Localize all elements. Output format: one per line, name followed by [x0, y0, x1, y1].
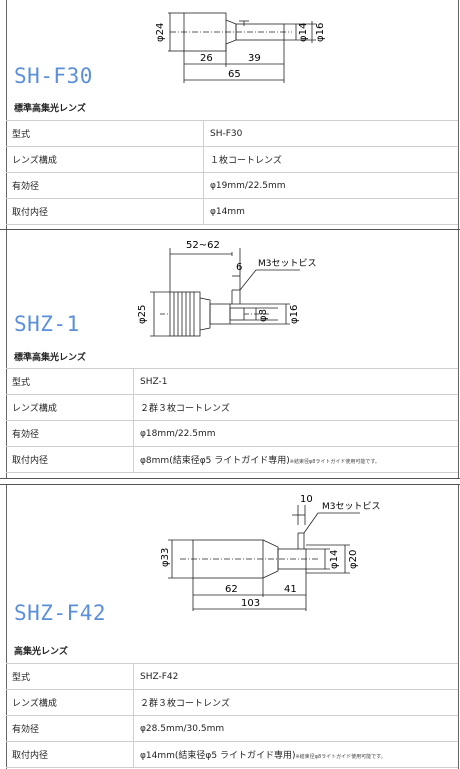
dim-range: 52~62: [186, 240, 220, 251]
product-section-shz-1: 52~62 6 M3セットビス φ25 φ8 φ16 SHZ-1 標準高集光レン…: [0, 230, 460, 478]
section-divider: [0, 478, 460, 479]
dim-d1: φ24: [155, 23, 166, 42]
product-title: SHZ-1: [14, 312, 80, 336]
spec-value: φ19mm/22.5mm: [203, 172, 458, 199]
spec-label: レンズ構成: [6, 689, 134, 716]
spec-label: 取付内径: [6, 741, 134, 768]
spec-value: SH-F30: [203, 120, 458, 147]
spec-note: ※結束径φ8ライトガイド使用可能です。: [289, 459, 380, 465]
dim-screw: M3セットビス: [322, 501, 381, 512]
spec-label: 型式: [6, 368, 134, 395]
dim-d2: φ14: [298, 23, 309, 42]
dim-len1: 26: [200, 53, 213, 64]
spec-label: 有効径: [6, 420, 134, 447]
spec-value: φ8mm(結束径φ5 ライトガイド専用)※結束径φ8ライトガイド使用可能です。: [133, 446, 458, 473]
dim-d1: φ25: [137, 305, 148, 324]
product-subtitle: 高集光レンズ: [14, 647, 68, 657]
spec-label: レンズ構成: [6, 394, 134, 421]
section-divider: [0, 484, 460, 485]
spec-note: ※結束径φ8ライトガイド使用可能です。: [295, 754, 386, 760]
dim-d3: φ20: [348, 550, 359, 569]
dim-len2: 41: [284, 584, 297, 595]
spec-value-text: φ14mm(結束径φ5 ライトガイド専用): [140, 751, 296, 761]
dim-total: 103: [241, 598, 260, 609]
product-section-shz-f42: 10 M3セットビス φ33 φ14 φ20 62 41 103 SHZ-F42…: [0, 485, 460, 769]
dim-d2: φ14: [329, 550, 340, 569]
spec-value: SHZ-F42: [133, 663, 458, 690]
frame-left-line: [6, 485, 7, 769]
frame-right-line: [458, 230, 459, 478]
dim-d2: φ8: [258, 309, 269, 322]
dimension-drawing-shz-f42: 10 M3セットビス φ33 φ14 φ20 62 41 103: [160, 494, 381, 611]
product-title: SH-F30: [14, 64, 93, 88]
spec-value: SHZ-1: [133, 368, 458, 395]
dim-d3: φ16: [289, 305, 300, 324]
dimension-drawing-shz-1: 52~62 6 M3セットビス φ25 φ8 φ16: [137, 240, 317, 337]
spec-label: レンズ構成: [6, 146, 204, 173]
spec-value: φ14mm: [203, 198, 458, 225]
dim-ten: 10: [300, 494, 313, 505]
dim-len2: 39: [248, 53, 261, 64]
dim-screw: M3セットビス: [258, 258, 317, 269]
frame-right-line: [458, 0, 459, 229]
spec-label: 有効径: [6, 715, 134, 742]
spec-value: １枚コートレンズ: [203, 146, 458, 173]
dim-d1: φ33: [160, 548, 171, 567]
dim-total: 65: [228, 69, 241, 80]
spec-label: 取付内径: [6, 198, 204, 225]
dim-len1: 62: [225, 584, 238, 595]
frame-right-line: [458, 485, 459, 769]
spec-value: ２群３枚コートレンズ: [133, 689, 458, 716]
dimension-drawing-sh-f30: φ24 φ14 φ16 26 39 65: [155, 12, 326, 83]
spec-value: ２群３枚コートレンズ: [133, 394, 458, 421]
spec-label: 有効径: [6, 172, 204, 199]
spec-value: φ28.5mm/30.5mm: [133, 715, 458, 742]
product-subtitle: 標準高集光レンズ: [14, 353, 86, 363]
product-subtitle: 標準高集光レンズ: [14, 104, 86, 114]
dim-d3: φ16: [315, 23, 326, 42]
spec-value-text: φ8mm(結束径φ5 ライトガイド専用): [140, 456, 290, 466]
frame-left-line: [6, 230, 7, 478]
spec-label: 取付内径: [6, 446, 134, 473]
frame-left-line: [6, 0, 7, 229]
product-title: SHZ-F42: [14, 601, 107, 625]
spec-label: 型式: [6, 120, 204, 147]
dim-six: 6: [236, 262, 242, 273]
spec-label: 型式: [6, 663, 134, 690]
spec-value: φ18mm/22.5mm: [133, 420, 458, 447]
spec-value: φ14mm(結束径φ5 ライトガイド専用)※結束径φ8ライトガイド使用可能です。: [133, 741, 458, 768]
section-divider: [0, 229, 460, 230]
